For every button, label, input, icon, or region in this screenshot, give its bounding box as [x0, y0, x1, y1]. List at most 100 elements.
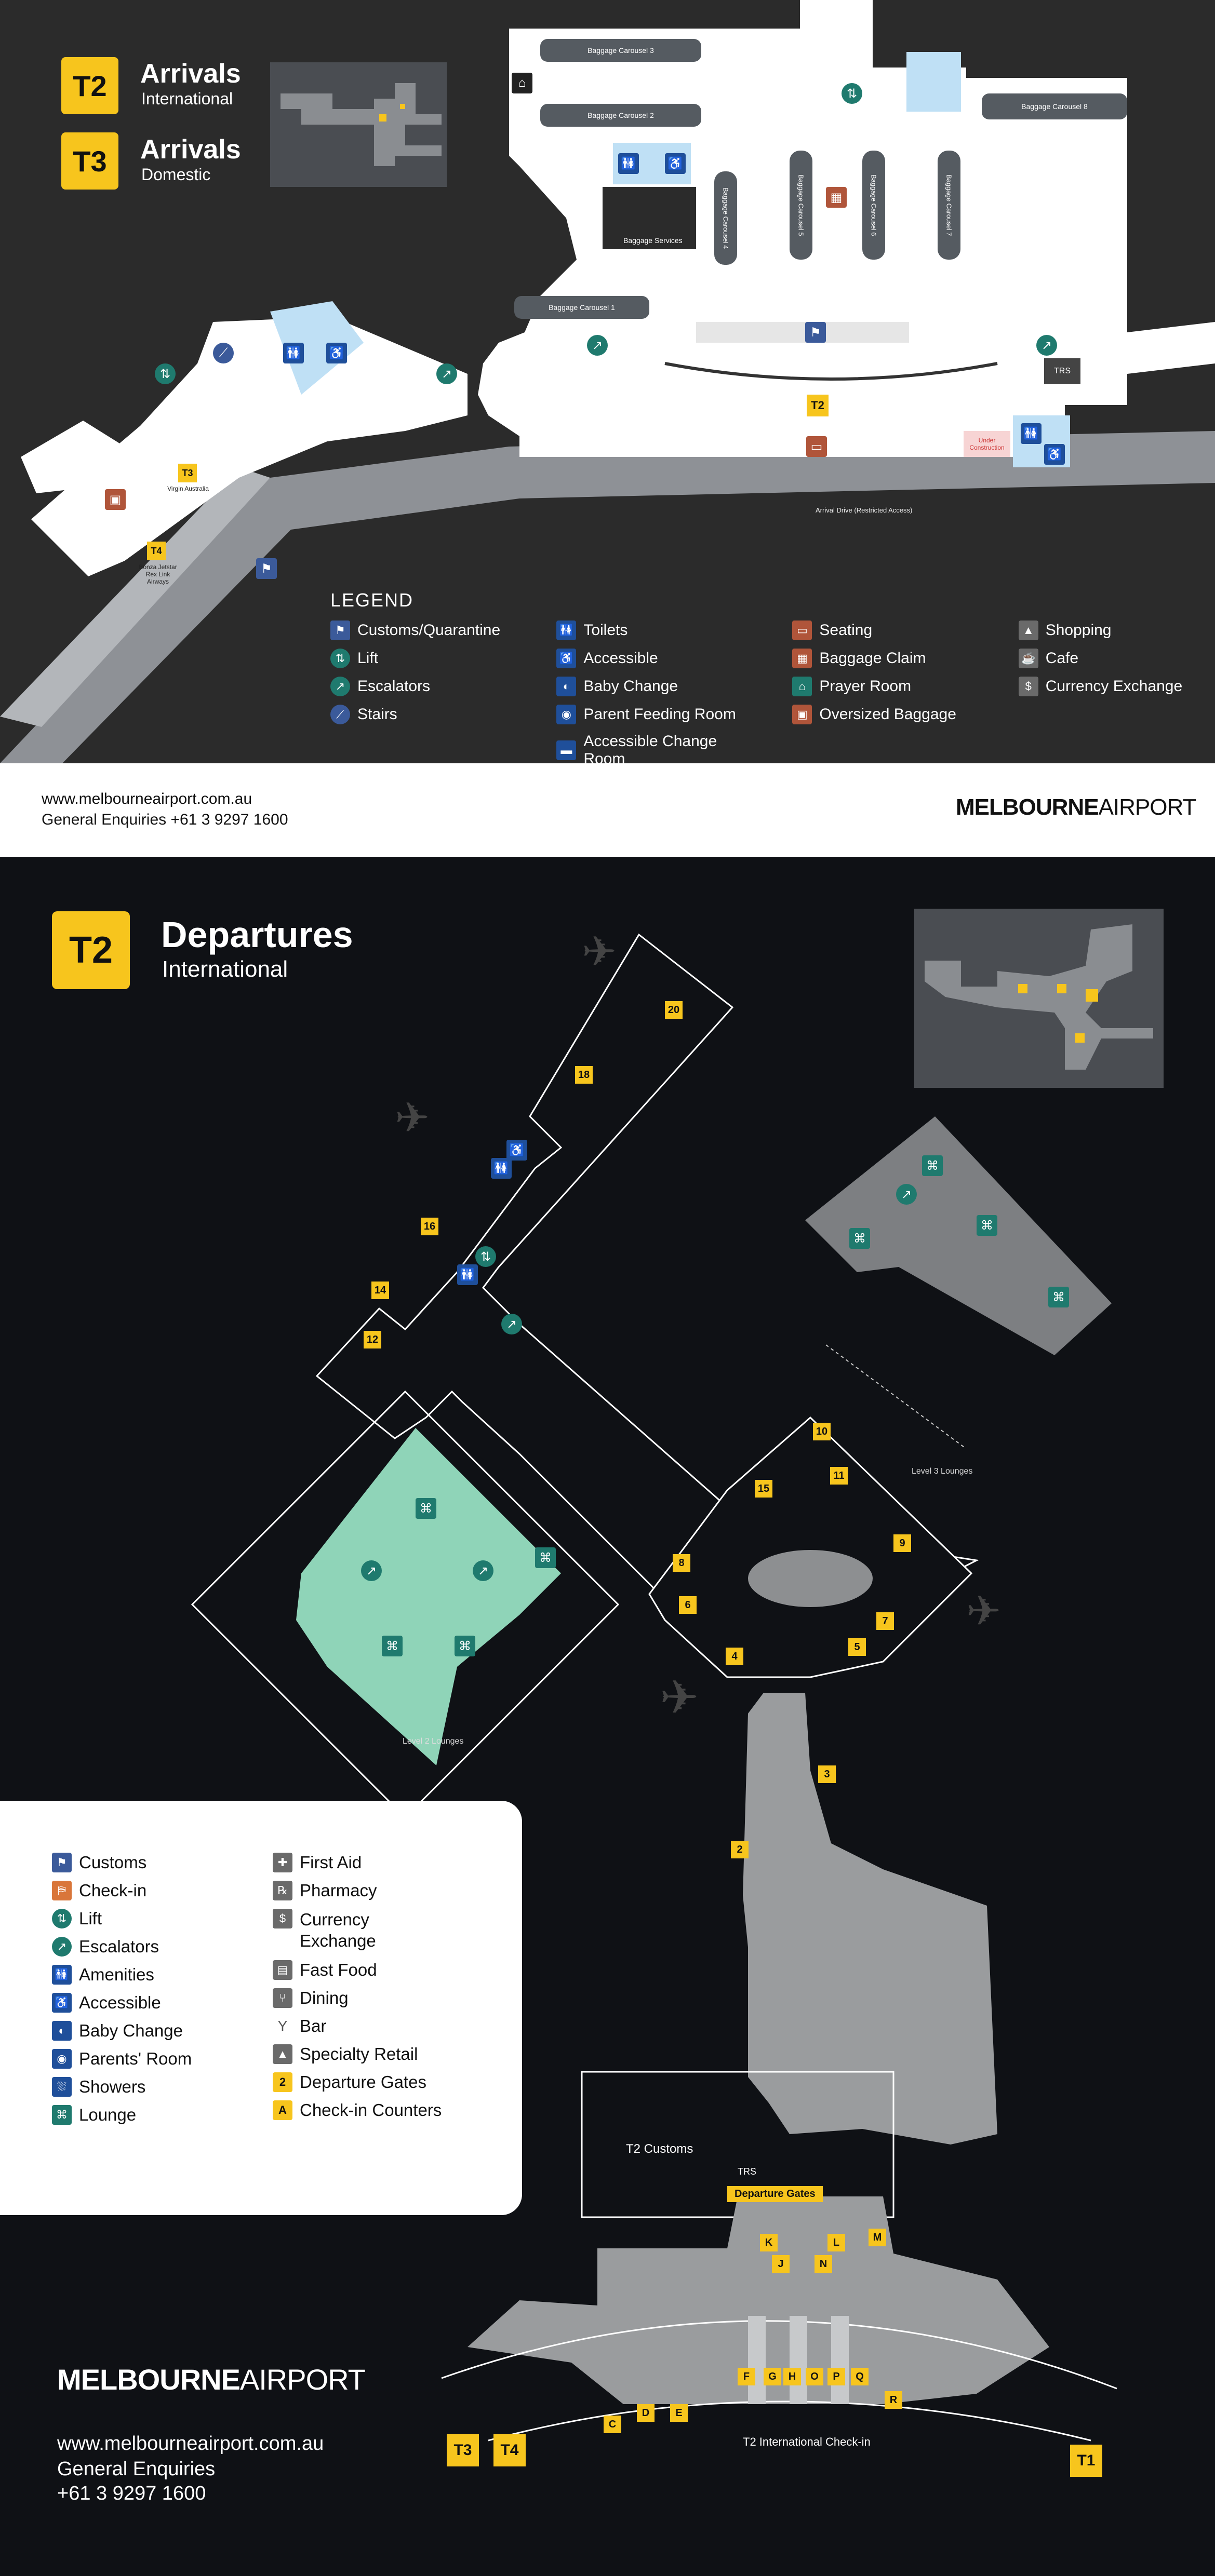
- customs-icon: ⚑: [256, 558, 277, 579]
- t2-customs-label: T2 Customs: [626, 2142, 693, 2156]
- shopping-icon: ▲: [1018, 621, 1038, 640]
- gate-11[interactable]: 11: [830, 1467, 848, 1485]
- counter-R[interactable]: R: [885, 2391, 902, 2409]
- legend-item-pharmacy: ℞Pharmacy: [273, 1881, 491, 1900]
- counter-N[interactable]: N: [815, 2255, 832, 2273]
- lounge-icon: ⌘: [922, 1155, 943, 1176]
- website-link[interactable]: www.melbourneairport.com.au: [57, 2433, 324, 2454]
- legend-item-prayer-room: ⌂Prayer Room: [792, 677, 987, 696]
- gate-14[interactable]: 14: [371, 1282, 389, 1299]
- counter-J[interactable]: J: [772, 2255, 790, 2273]
- departure-gates-sign[interactable]: Departure Gates: [727, 2186, 823, 2202]
- escalator-icon: ↗: [501, 1314, 522, 1334]
- legend-item-baggage-claim: ▦Baggage Claim: [792, 649, 987, 668]
- departures-locator-map: [914, 909, 1164, 1088]
- gate-9[interactable]: 9: [893, 1534, 911, 1552]
- gate-12[interactable]: 12: [364, 1331, 381, 1348]
- gate-6[interactable]: 6: [679, 1596, 697, 1614]
- parents-room-icon: ◉: [52, 2049, 72, 2069]
- amenities-icon: 🚻: [491, 1158, 512, 1179]
- accessible-icon: ♿: [665, 153, 686, 174]
- legend-item-currency-exchange: $Currency Exchange: [273, 1909, 491, 1952]
- oversized-baggage-icon: ▣: [792, 705, 812, 724]
- gate-4[interactable]: 4: [726, 1648, 743, 1665]
- legend-column-3: ▭Seating ▦Baggage Claim ⌂Prayer Room ▣Ov…: [792, 621, 987, 776]
- gate-7[interactable]: 7: [876, 1612, 894, 1630]
- counter-G[interactable]: G: [764, 2368, 781, 2385]
- pharmacy-icon: ℞: [273, 1881, 292, 1900]
- accessible-change-icon: ▬: [556, 740, 577, 760]
- baggage-services-label: Baggage Services: [623, 236, 683, 245]
- escalator-icon: ↗: [436, 363, 457, 384]
- legend-item-fast-food: ▤Fast Food: [273, 1960, 491, 1980]
- baggage-carousel-5: Baggage Carousel 5: [790, 151, 812, 260]
- legend-item-oversized-baggage: ▣Oversized Baggage: [792, 705, 987, 724]
- legend-item-customs: ⚑Customs: [52, 1853, 192, 1872]
- counter-K[interactable]: K: [760, 2234, 778, 2251]
- legend-item-escalators: ↗Escalators: [52, 1937, 192, 1957]
- gate-badge-icon: 2: [273, 2072, 292, 2092]
- legend-column-2: 🚻Toilets ♿Accessible ◐Baby Change ◉Paren…: [556, 621, 761, 776]
- baggage-carousel-6: Baggage Carousel 6: [862, 151, 885, 260]
- counter-C[interactable]: C: [604, 2416, 621, 2433]
- melbourne-airport-logo: MELBOURNEAIRPORT: [956, 794, 1196, 820]
- legend-item-parent-feeding: ◉Parent Feeding Room: [556, 705, 761, 724]
- departures-locator-shapes: [925, 924, 1153, 1070]
- gate-10[interactable]: 10: [813, 1423, 831, 1440]
- counter-O[interactable]: O: [806, 2368, 823, 2385]
- departures-subtitle: International: [162, 956, 288, 982]
- fast-food-icon: ▤: [273, 1960, 292, 1980]
- currency-exchange-icon: $: [273, 1909, 292, 1928]
- legend-item-showers: ⛆Showers: [52, 2077, 192, 2097]
- counter-L[interactable]: L: [827, 2234, 845, 2251]
- legend-item-lift: ⇅Lift: [52, 1909, 192, 1928]
- legend-item-currency-exchange: $Currency Exchange: [1018, 677, 1213, 696]
- counter-M[interactable]: M: [869, 2229, 886, 2246]
- gate-5[interactable]: 5: [848, 1638, 866, 1656]
- gate-15[interactable]: 15: [755, 1480, 772, 1498]
- toilets-icon: 🚻: [618, 153, 639, 174]
- gate-18[interactable]: 18: [575, 1066, 593, 1084]
- counter-Q[interactable]: Q: [851, 2368, 869, 2385]
- departures-t2-badge: T2: [52, 911, 130, 989]
- lounge-icon: ⌘: [849, 1228, 870, 1249]
- lounge-icon: ⌘: [52, 2105, 72, 2125]
- t3-map-marker: T3: [178, 464, 197, 482]
- counter-badge-icon: A: [273, 2100, 292, 2120]
- gate-8[interactable]: 8: [673, 1554, 690, 1572]
- gate-16[interactable]: 16: [421, 1218, 438, 1235]
- t2-international-check-in-label: T2 International Check-in: [743, 2435, 871, 2448]
- arrivals-locator-map: [270, 62, 447, 187]
- gate-20[interactable]: 20: [665, 1001, 683, 1019]
- escalator-icon: ↗: [361, 1560, 382, 1581]
- t4-map-marker: T4: [147, 542, 166, 560]
- seating-icon: ▭: [792, 621, 812, 640]
- legend-item-dining: ⑂Dining: [273, 1988, 491, 2008]
- counter-P[interactable]: P: [827, 2368, 845, 2385]
- to-t1-marker[interactable]: T1: [1070, 2445, 1102, 2477]
- website-link[interactable]: www.melbourneairport.com.au: [42, 790, 252, 807]
- legend-item-accessible-change: ▬Accessible Change Room: [556, 733, 761, 768]
- counter-D[interactable]: D: [637, 2404, 655, 2422]
- counter-H[interactable]: H: [783, 2368, 801, 2385]
- gate-2[interactable]: 2: [731, 1841, 749, 1858]
- escalator-icon: ↗: [1036, 335, 1057, 356]
- counter-F[interactable]: F: [738, 2368, 755, 2385]
- to-t4-marker[interactable]: T4: [493, 2434, 526, 2466]
- general-enquiries-label: General Enquiries: [57, 2458, 216, 2480]
- to-t3-marker[interactable]: T3: [447, 2434, 479, 2466]
- melbourne-airport-logo: MELBOURNEAIRPORT: [57, 2363, 366, 2396]
- escalator-icon: ↗: [330, 677, 350, 696]
- toilets-icon: 🚻: [283, 343, 304, 363]
- lift-icon: ⇅: [330, 649, 350, 668]
- legend-item-amenities: 🚻Amenities: [52, 1965, 192, 1985]
- legend-column-1: ⚑Customs/Quarantine ⇅Lift ↗Escalators ⟋S…: [330, 621, 525, 776]
- dining-icon: ⑂: [273, 1988, 292, 2008]
- counter-E[interactable]: E: [670, 2404, 688, 2422]
- legend-item-shopping: ▲Shopping: [1018, 621, 1213, 640]
- gate-3[interactable]: 3: [818, 1765, 836, 1783]
- lounge-icon: ⌘: [455, 1636, 475, 1656]
- accessible-icon: ♿: [1044, 444, 1065, 465]
